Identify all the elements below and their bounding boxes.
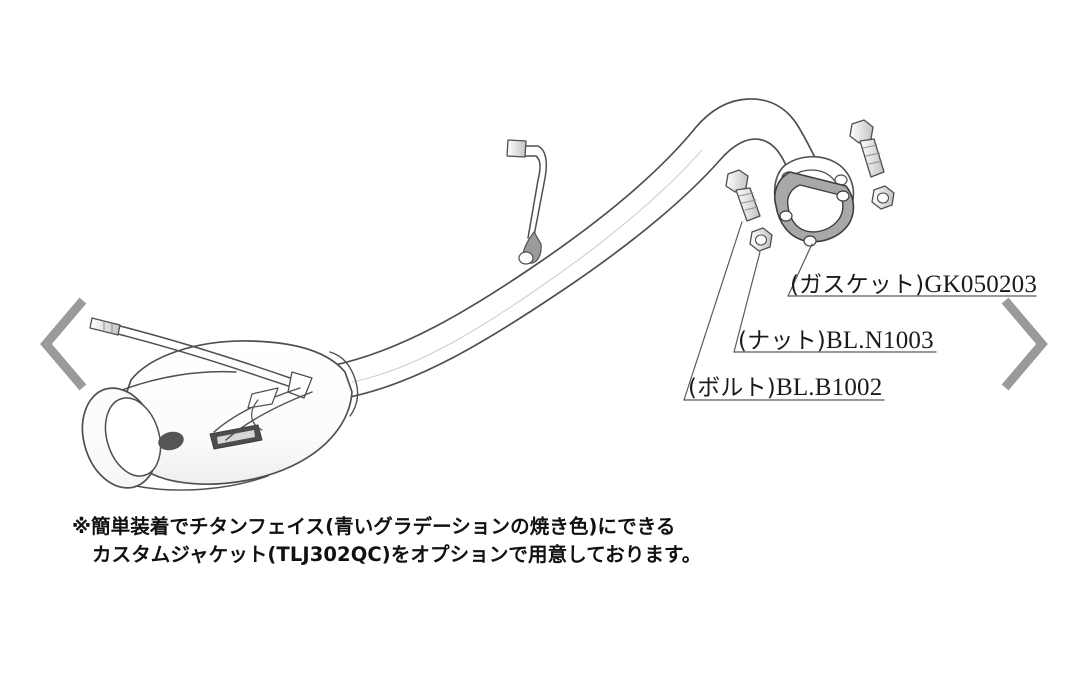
callout-gasket-part-number: GK050203: [924, 271, 1038, 298]
callout-bolt-part-number: BL.B1002: [775, 374, 883, 401]
next-image-button[interactable]: [996, 296, 1052, 392]
callout-label-nut: (ナット)BL.N1003: [738, 328, 934, 353]
callout-nut-part-label: (ナット): [738, 328, 826, 354]
nut-left: [749, 227, 773, 252]
gasket: [774, 171, 855, 247]
mid-hanger-bracket: [506, 139, 548, 265]
tip-logo-mark: [158, 431, 184, 451]
callout-nut-part-number: BL.N1003: [825, 327, 934, 354]
callout-leader-lines: [683, 221, 1037, 401]
muffler-brace: [213, 387, 313, 441]
tailpipe-tip: [81, 370, 269, 491]
callout-label-bolt: (ボルト)BL.B1002: [688, 375, 882, 400]
callout-gasket-part-label: (ガスケット): [790, 272, 925, 298]
product-note-caption: ※簡単装着でチタンフェイス(青いグラデーションの焼き色)にできる カスタムジャケ…: [72, 513, 701, 569]
caption-line-1: ※簡単装着でチタンフェイス(青いグラデーションの焼き色)にできる: [72, 515, 676, 538]
callout-bolt-part-label: (ボルト): [688, 375, 776, 401]
caption-line-2: カスタムジャケット(TLJ302QC)をオプションで用意しております。: [92, 543, 702, 566]
muffler-hanger-rod: [89, 317, 313, 399]
nut-right: [871, 185, 895, 210]
chevron-left-icon[interactable]: [36, 296, 92, 392]
previous-image-button[interactable]: [36, 296, 92, 392]
bolt-right: [849, 119, 885, 178]
bolt-left: [725, 169, 761, 222]
chevron-right-icon[interactable]: [996, 296, 1052, 392]
callout-label-gasket: (ガスケット)GK050203: [790, 272, 1037, 297]
